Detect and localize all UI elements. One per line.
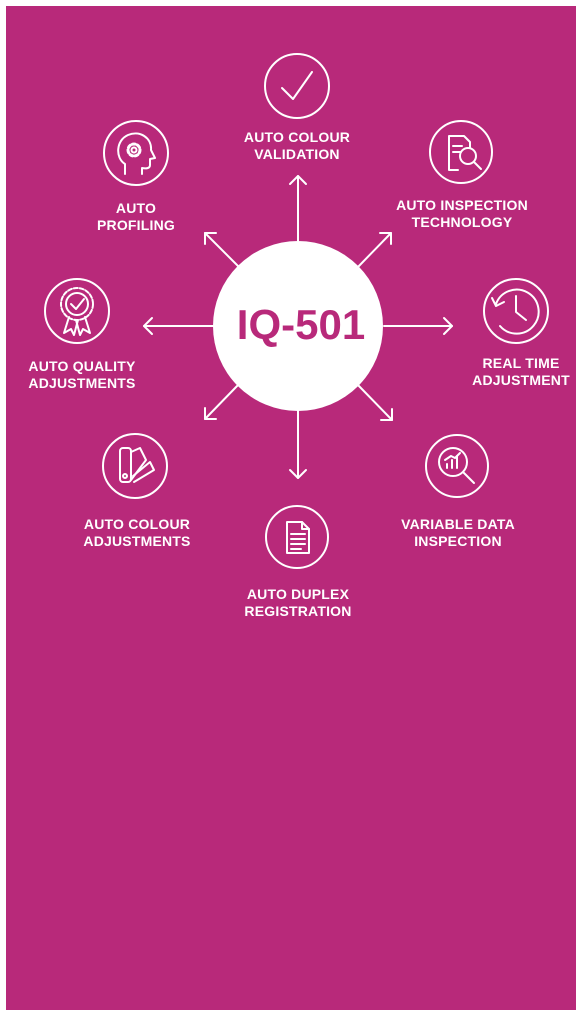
label-auto-duplex-registration: AUTO DUPLEX REGISTRATION — [244, 586, 352, 619]
arrow-up-right — [356, 232, 392, 269]
colour-swatch-icon — [102, 433, 168, 499]
arrow-up — [289, 175, 307, 245]
document-icon — [265, 505, 329, 569]
label-auto-quality-adjustments: AUTO QUALITY ADJUSTMENTS — [28, 358, 136, 391]
label-auto-inspection-technology: AUTO INSPECTION TECHNOLOGY — [396, 197, 528, 230]
label-variable-data-inspection: VARIABLE DATA INSPECTION — [401, 516, 515, 549]
arrow-down-left — [204, 383, 240, 420]
arrow-down — [289, 407, 307, 479]
arrow-left — [143, 317, 215, 335]
arrow-down-right — [356, 383, 393, 421]
arrow-up-left — [204, 232, 241, 269]
document-magnifier-icon — [429, 120, 493, 184]
chart-magnifier-icon — [425, 434, 489, 498]
center-circle — [213, 241, 383, 411]
center-label: IQ-501 — [236, 301, 366, 348]
label-auto-colour-validation: AUTO COLOUR VALIDATION — [243, 129, 351, 162]
label-real-time-adjustment: REAL TIME ADJUSTMENT — [472, 355, 570, 388]
background-panel — [6, 6, 576, 1010]
clock-history-icon — [483, 278, 549, 344]
checkmark-icon — [264, 53, 330, 119]
quality-badge-icon — [44, 278, 110, 344]
label-auto-colour-adjustments: AUTO COLOUR ADJUSTMENTS — [83, 516, 191, 549]
arrow-right — [383, 317, 453, 335]
label-auto-profiling: AUTO PROFILING — [96, 200, 176, 233]
head-gear-icon — [103, 120, 169, 186]
